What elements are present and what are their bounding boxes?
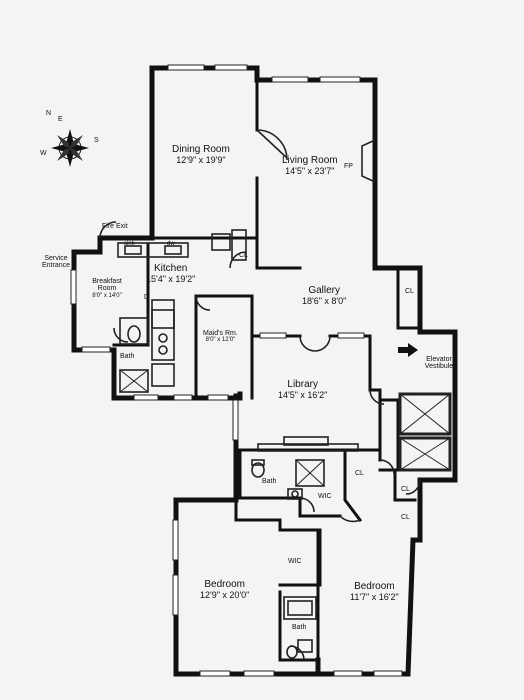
room-dimensions: 15'4" x 19'2" bbox=[146, 273, 196, 284]
kitchen-counters bbox=[117, 229, 247, 387]
room-name: Library bbox=[287, 379, 318, 390]
room-name: Living Room bbox=[282, 155, 338, 166]
gallery-closet-label: CL bbox=[405, 288, 414, 295]
room-dimensions: 8'0" x 14'0" bbox=[92, 292, 122, 299]
elevator-vestibule-label: Elevator Vestibule bbox=[424, 356, 454, 371]
room-name: Bedroom bbox=[204, 579, 245, 590]
windows bbox=[70, 64, 403, 677]
master-bath-label: Bath bbox=[262, 478, 277, 485]
second-bath-label: Bath bbox=[292, 624, 307, 631]
compass-letter-e: E bbox=[58, 116, 63, 123]
pantry-label: D bbox=[144, 294, 150, 301]
compass-letter-w: W bbox=[40, 150, 47, 157]
breakfast-room-label: Breakfast Room 8'0" x 14'0" bbox=[84, 278, 130, 299]
room-name: Breakfast Room bbox=[92, 278, 122, 293]
fireplace-label: FP bbox=[344, 163, 353, 170]
service-bath-label: Bath bbox=[120, 353, 135, 360]
library-label: Library 14'5" x 16'2" bbox=[278, 379, 328, 400]
room-name: Bedroom bbox=[354, 581, 395, 592]
hall-closet-label: CL bbox=[401, 486, 410, 493]
room-dimensions: 12'9" x 19'9" bbox=[176, 154, 226, 165]
dishwasher-label: dw bbox=[167, 241, 175, 247]
room-dimensions: 14'5" x 16'2" bbox=[278, 389, 328, 400]
room-name: Kitchen bbox=[154, 263, 188, 274]
room-name: Dining Room bbox=[172, 144, 230, 155]
living-room-label: Living Room 14'5" x 23'7" bbox=[282, 155, 338, 176]
room-dimensions: 14'5" x 23'7" bbox=[285, 165, 335, 176]
library-closet-label: CL bbox=[355, 470, 364, 477]
master-bath-fixtures bbox=[251, 459, 325, 500]
compass-rose-icon bbox=[51, 129, 89, 167]
elevator-shafts bbox=[398, 392, 452, 472]
fire-exit-label: Fire Exit bbox=[102, 223, 128, 230]
room-dimensions: 12'9" x 20'0" bbox=[200, 589, 250, 600]
service-bath bbox=[119, 317, 149, 393]
library-shelves bbox=[257, 436, 359, 452]
bedroom-wic-label: WIC bbox=[288, 558, 302, 565]
room-name: Gallery bbox=[308, 285, 341, 296]
second-bath-fixtures bbox=[283, 596, 317, 659]
gallery-label: Gallery 18'6" x 8'0" bbox=[302, 285, 347, 306]
room-name: Maid's Rm. bbox=[203, 330, 238, 337]
fireplace-icon bbox=[361, 139, 376, 183]
compass-letter-n: N bbox=[46, 110, 52, 117]
master-wic-label: WIC bbox=[318, 493, 332, 500]
bedroom-2-label: Bedroom 11'7" x 16'2" bbox=[350, 581, 399, 602]
entry-arrow-icon bbox=[398, 343, 418, 357]
room-dimensions: 18'6" x 8'0" bbox=[302, 295, 347, 306]
service-entrance-label: Service Entrance bbox=[41, 255, 71, 270]
maids-room-label: Maid's Rm. 8'0" x 12'0" bbox=[203, 330, 238, 344]
room-dimensions: 11'7" x 16'2" bbox=[350, 591, 399, 602]
compass-letter-s: S bbox=[94, 137, 99, 144]
bedroom-1-label: Bedroom 12'9" x 20'0" bbox=[200, 579, 250, 600]
kitchen-closet-label: CL bbox=[239, 252, 248, 259]
kitchen-label: Kitchen 15'4" x 19'2" bbox=[146, 263, 196, 284]
sink-label: sink bbox=[124, 241, 135, 247]
bedroom-closet-label: CL bbox=[401, 514, 410, 521]
dining-room-label: Dining Room 12'9" x 19'9" bbox=[172, 144, 230, 165]
room-dimensions: 8'0" x 12'0" bbox=[205, 337, 236, 344]
